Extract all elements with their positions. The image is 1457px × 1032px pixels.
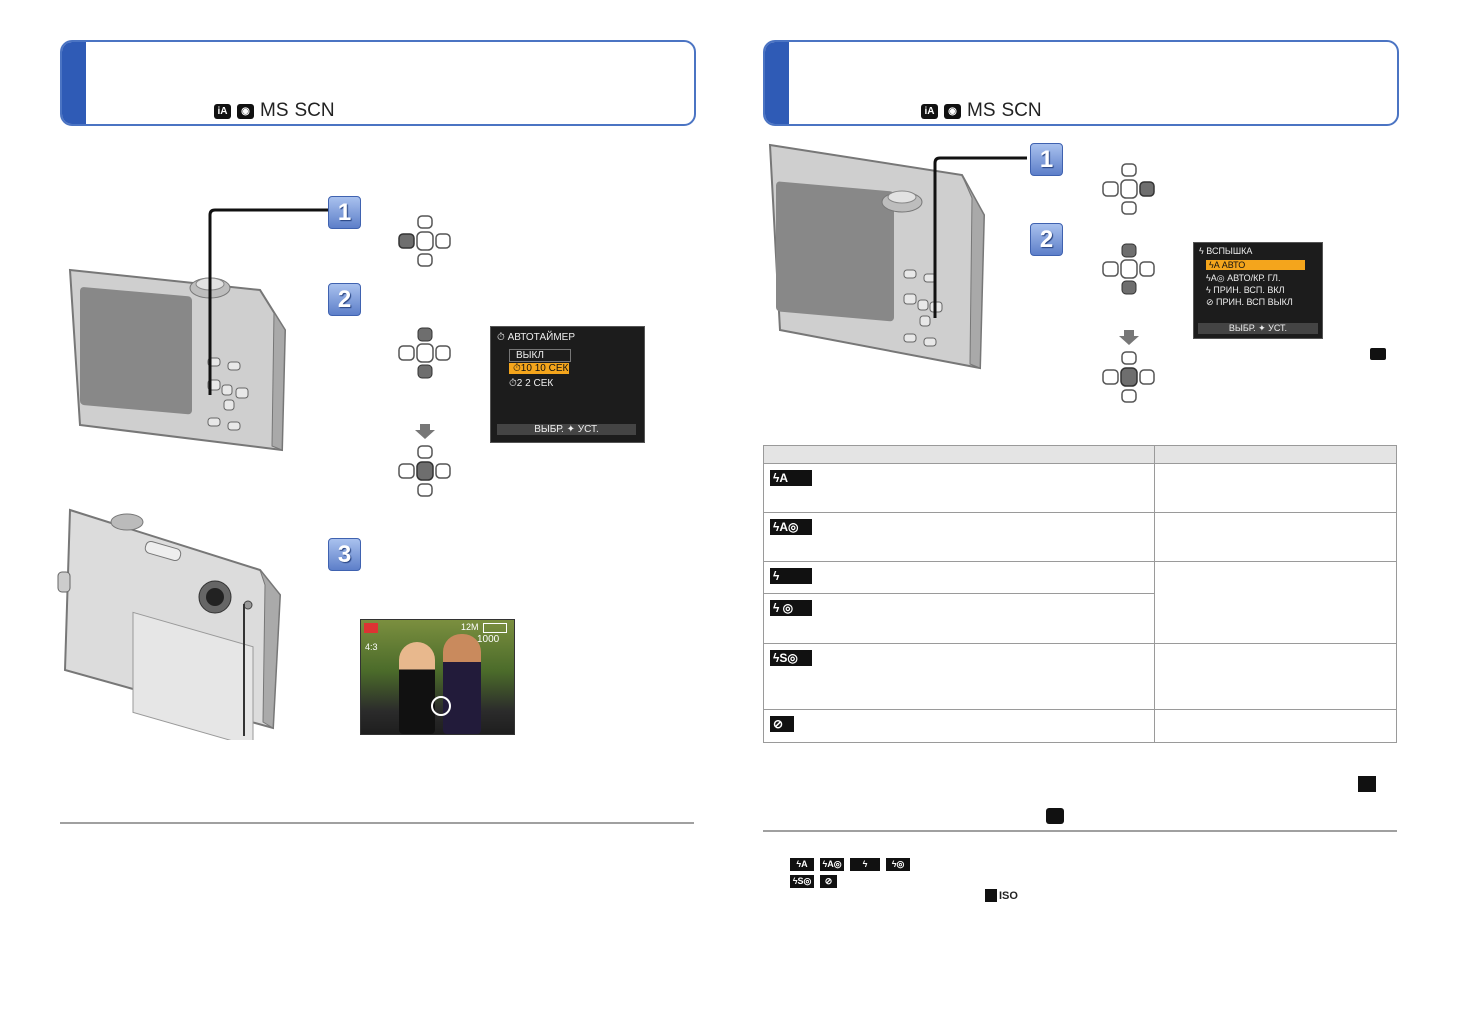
header-accent-bar xyxy=(62,42,86,124)
battery-icon xyxy=(483,623,507,633)
ia-mode-icon: iA xyxy=(214,103,231,119)
table-header-row xyxy=(763,445,1397,464)
left-section-divider xyxy=(60,822,694,824)
camera-mode-icon: ◉ xyxy=(237,103,254,119)
dpad-left-icon xyxy=(398,215,451,267)
table-row: ϟS◎ xyxy=(763,643,1397,710)
step-3-badge: 3 xyxy=(328,538,361,571)
flash-forced-on-icon: ϟ xyxy=(770,568,812,584)
ms-mode-label: MS xyxy=(260,100,289,121)
flash-forced-on-icon: ϟ xyxy=(850,858,880,871)
person-left xyxy=(399,642,435,734)
dpad-updown-icon xyxy=(398,327,451,379)
menu-item: ВЫКЛ xyxy=(509,349,571,362)
live-view-photo: 12M 1000 4:3 xyxy=(360,619,515,735)
note-icons-line-2: ϟS◎ ⊘ xyxy=(790,875,837,888)
menu-footer: ВЫБР. ✦ УСТ. xyxy=(497,424,636,435)
info-icon xyxy=(985,889,997,902)
arrow-down-icon xyxy=(1119,330,1139,345)
table-row: ϟA◎ xyxy=(763,512,1397,562)
menu-title: ϟ ВСПЫШКА xyxy=(1199,246,1253,256)
menu-item: ⊘ ПРИН. ВСП ВЫКЛ xyxy=(1206,297,1293,307)
table-header-cell xyxy=(763,445,1155,464)
camera-mode-icon: ◉ xyxy=(944,103,961,119)
pointer-line xyxy=(208,208,328,395)
flash-auto-icon: ϟA xyxy=(790,858,814,871)
dpad-updown-icon xyxy=(1102,243,1155,295)
mode-icons: iA ◉ MS SCN xyxy=(214,100,335,122)
scn-mode-label: SCN xyxy=(294,100,335,121)
menu-footer: ВЫБР. ✦ УСТ. xyxy=(1198,323,1318,334)
left-section-header: iA ◉ MS SCN xyxy=(60,40,696,126)
flash-forced-redeye-icon: ϟ◎ xyxy=(886,858,910,871)
person-right xyxy=(443,634,481,734)
flash-off-icon: ⊘ xyxy=(770,716,794,732)
step-2-badge: 2 xyxy=(328,283,361,316)
menu-item: ⏱2 2 СЕК xyxy=(509,378,554,389)
menu-title: ⏱ АВТОТАЙМЕР xyxy=(497,332,575,343)
table-row: ϟ ◎ xyxy=(763,593,1397,644)
flash-auto-redeye-icon: ϟA◎ xyxy=(770,519,812,535)
arrow-down-icon xyxy=(415,424,435,439)
flash-off-icon: ⊘ xyxy=(820,875,837,888)
status-ratio: 4:3 xyxy=(365,642,378,652)
table-row: ϟA xyxy=(763,463,1397,513)
camera-icon xyxy=(1370,348,1386,360)
flash-auto-icon: ϟA xyxy=(770,470,812,486)
pointer-line xyxy=(933,156,1027,318)
dpad-center-icon xyxy=(398,445,451,497)
table-row: ϟ xyxy=(763,561,1397,644)
step-1-badge: 1 xyxy=(328,196,361,229)
dpad-right-icon xyxy=(1102,163,1155,215)
self-timer-icon xyxy=(431,696,451,716)
portrait-icon xyxy=(1046,808,1064,824)
menu-item: ϟA◎ АВТО/КР. ГЛ. xyxy=(1206,273,1281,283)
flash-menu-screen: ϟ ВСПЫШКА ϟA АВТО ϟA◎ АВТО/КР. ГЛ. ϟ ПРИ… xyxy=(1193,242,1323,339)
iso-label: ISO xyxy=(999,889,1018,902)
right-section-header: iA ◉ MS SCN xyxy=(763,40,1399,126)
step-1-badge: 1 xyxy=(1030,143,1063,176)
menu-item-selected: ⏱10 10 СЕК xyxy=(509,363,569,374)
camera-front-illustration xyxy=(57,508,282,740)
status-count: 1000 xyxy=(477,634,500,645)
ia-mode-icon: iA xyxy=(921,103,938,119)
scn-mode-label: SCN xyxy=(1001,100,1042,121)
flash-mode-table: ϟA ϟA◎ ϟ ϟ ◎ ϟS◎ ⊘ xyxy=(763,445,1397,743)
right-section-divider xyxy=(763,830,1397,832)
flash-auto-redeye-icon: ϟA◎ xyxy=(820,858,844,871)
table-header-cell xyxy=(1154,445,1397,464)
pencil-icon xyxy=(1358,776,1376,792)
mode-icons: iA ◉ MS SCN xyxy=(921,100,1042,122)
camera-back-illustration xyxy=(768,143,986,370)
flash-forced-redeye-icon: ϟ ◎ xyxy=(770,600,812,616)
lamp-leader-line xyxy=(243,604,245,736)
note-icons-line-1: ϟA ϟA◎ ϟ ϟ◎ xyxy=(790,858,910,871)
ms-mode-label: MS xyxy=(967,100,996,121)
status-res: 12M xyxy=(461,622,479,632)
intelligent-iso-icon: ISO xyxy=(985,889,1018,902)
menu-item: ϟ ПРИН. ВСП. ВКЛ xyxy=(1206,285,1285,295)
table-row: ⊘ xyxy=(763,709,1397,743)
flash-slow-sync-icon: ϟS◎ xyxy=(770,650,812,666)
self-timer-menu-screen: ⏱ АВТОТАЙМЕР ВЫКЛ ⏱10 10 СЕК ⏱2 2 СЕК ВЫ… xyxy=(490,326,645,443)
menu-item-selected: ϟA АВТО xyxy=(1206,260,1305,270)
header-accent-bar xyxy=(765,42,789,124)
dpad-center-icon xyxy=(1102,351,1155,403)
record-mode-icon xyxy=(364,623,378,633)
flash-slow-sync-icon: ϟS◎ xyxy=(790,875,814,888)
step-2-badge: 2 xyxy=(1030,223,1063,256)
